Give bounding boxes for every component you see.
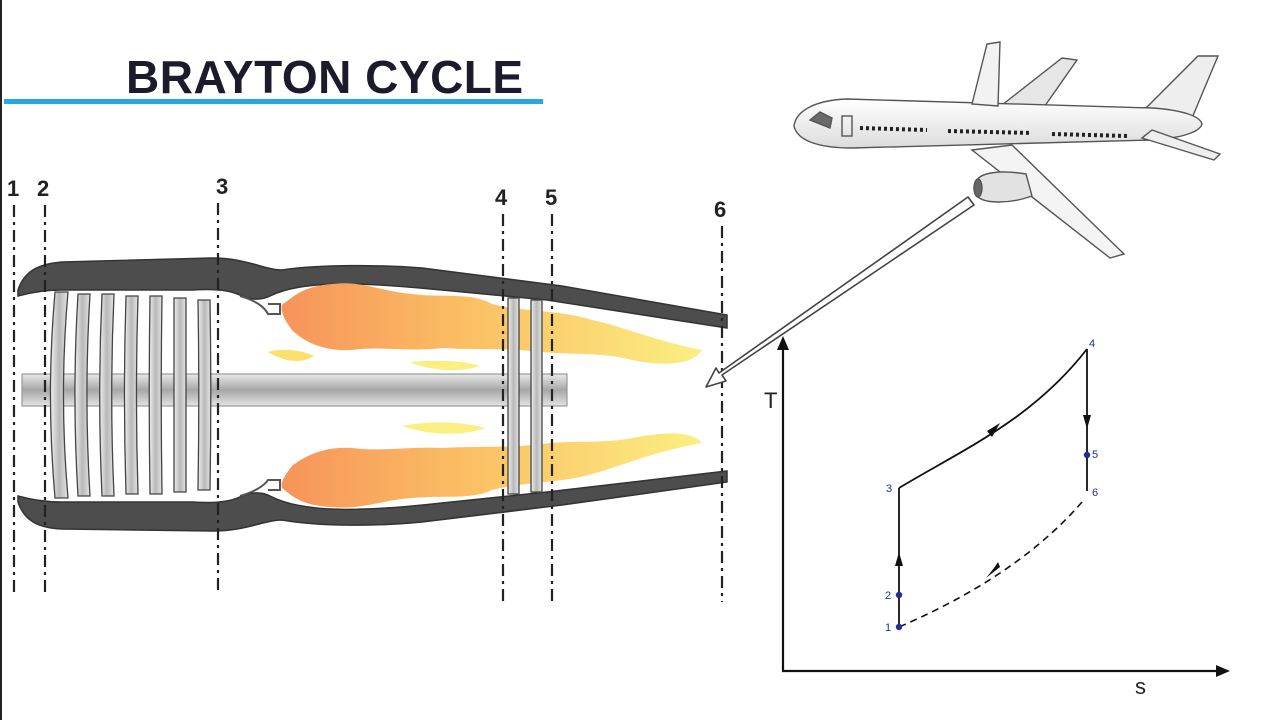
point-label-3: 3 bbox=[886, 483, 892, 495]
airplane-window-row bbox=[947, 129, 1033, 135]
heat-rejection-arrowhead bbox=[986, 562, 1000, 578]
station-label-1: 1 bbox=[7, 176, 19, 201]
point-label-4: 4 bbox=[1089, 338, 1095, 350]
y-axis-arrowhead bbox=[777, 336, 789, 350]
fuel-injector-bottom bbox=[239, 479, 281, 497]
engine-casing-top bbox=[17, 257, 728, 329]
airplane-engine bbox=[973, 171, 1033, 203]
ts-diagram: T s 1 2 3 4 5 6 bbox=[764, 336, 1230, 699]
flame-wisp-2 bbox=[410, 360, 480, 371]
point-label-5: 5 bbox=[1092, 449, 1098, 461]
process-3-4-heat-addition bbox=[898, 348, 1088, 489]
heat-addition-arrowhead bbox=[987, 423, 1000, 437]
airplane-window-row bbox=[859, 126, 928, 132]
x-axis-arrowhead bbox=[1216, 665, 1230, 677]
flame-wisp-1 bbox=[268, 349, 314, 361]
compressor-blade bbox=[49, 291, 69, 499]
station-label-3: 3 bbox=[216, 174, 228, 199]
airplane-engine-intake bbox=[973, 178, 983, 198]
title-underline bbox=[4, 99, 543, 104]
flame-upper bbox=[281, 283, 702, 364]
x-axis-label: s bbox=[1135, 674, 1146, 699]
engine-shaft bbox=[21, 373, 568, 407]
turbine-stages bbox=[507, 297, 543, 495]
airplane-dorsal-fin bbox=[971, 41, 1001, 107]
airplane-horizontal-stabilizer bbox=[1140, 129, 1222, 161]
airplane-icon bbox=[793, 41, 1222, 259]
fuel-injector-top bbox=[239, 295, 281, 315]
airplane-window-row bbox=[1051, 132, 1129, 138]
compressor-blade bbox=[148, 295, 163, 495]
state-point-1 bbox=[895, 623, 903, 631]
point-label-6: 6 bbox=[1092, 487, 1098, 499]
station-label-6: 6 bbox=[714, 197, 726, 222]
turbine-blade bbox=[530, 299, 543, 493]
point-label-2: 2 bbox=[885, 590, 891, 602]
station-labels: 1 2 3 4 5 6 bbox=[7, 174, 726, 222]
compressor-stages bbox=[49, 291, 212, 499]
airplane-cockpit-window bbox=[808, 111, 833, 129]
station-label-5: 5 bbox=[545, 185, 557, 210]
airplane-windows bbox=[859, 126, 1129, 138]
compressor-blade bbox=[123, 295, 139, 495]
point-label-1: 1 bbox=[885, 622, 891, 634]
page-title: BRAYTON CYCLE bbox=[126, 51, 524, 103]
state-point-2 bbox=[895, 591, 903, 599]
turbine-blade bbox=[507, 297, 520, 495]
jet-engine: 1 2 3 4 5 6 bbox=[7, 174, 728, 602]
airplane-far-wing bbox=[1000, 57, 1079, 111]
flame-lower bbox=[281, 433, 702, 508]
process-6-1-heat-rejection bbox=[898, 501, 1083, 628]
compression-arrowhead bbox=[895, 552, 903, 566]
compressor-blade bbox=[99, 293, 115, 497]
engine-casing-bottom bbox=[17, 470, 728, 532]
station-label-2: 2 bbox=[37, 176, 49, 201]
pointer-arrow bbox=[705, 196, 975, 388]
state-point-5 bbox=[1083, 451, 1091, 459]
compressor-blade bbox=[197, 299, 212, 491]
expansion-arrowhead bbox=[1083, 415, 1091, 429]
compressor-blade bbox=[74, 293, 91, 497]
station-lines bbox=[12, 203, 724, 602]
flame-wisp-3 bbox=[402, 422, 486, 434]
y-axis-label: T bbox=[764, 388, 777, 413]
compressor-blade bbox=[173, 297, 187, 493]
arrow-icon bbox=[705, 196, 975, 388]
station-label-4: 4 bbox=[495, 185, 508, 210]
airplane-door bbox=[841, 115, 853, 137]
